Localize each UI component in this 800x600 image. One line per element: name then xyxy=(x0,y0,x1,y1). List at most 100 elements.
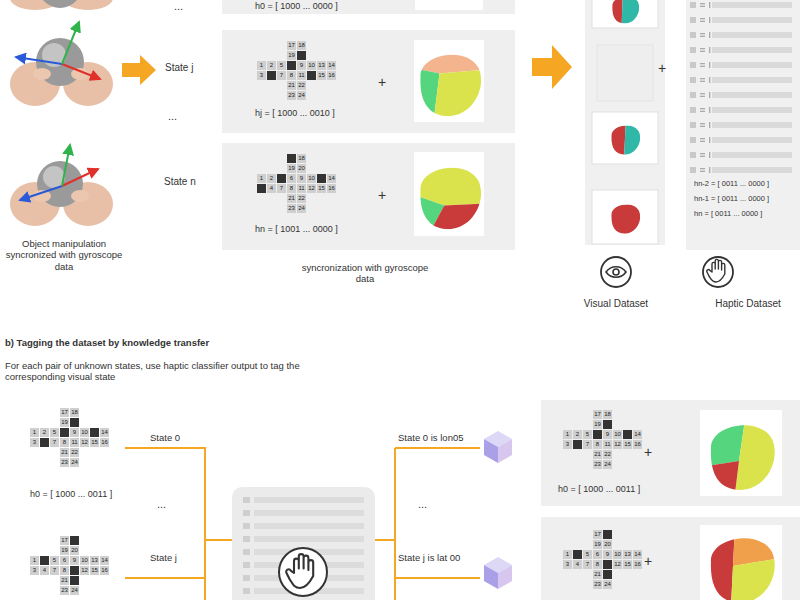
sensor-cell: 1 xyxy=(30,556,39,565)
state-panel: h0 = [ 1000 ... 0011 ]+ xyxy=(541,400,800,506)
annotation-label: State 0 xyxy=(150,432,180,443)
sensor-cell: 11 xyxy=(70,438,79,447)
state-panel: hn = [ 1001 ... 0000 ]+ xyxy=(222,143,515,250)
sensor-cell: 2 xyxy=(40,428,49,437)
sensor-cell: 17 xyxy=(287,41,296,50)
sensor-cell: 9 xyxy=(297,174,306,183)
annotation-label: State j xyxy=(150,552,177,563)
sensor-cell-active xyxy=(70,536,79,545)
sensor-cell: 3 xyxy=(257,71,266,80)
sensor-cell: 23 xyxy=(593,460,602,469)
annotation-label: State 0 is lon05 xyxy=(398,432,464,443)
sensor-cell: 11 xyxy=(603,440,612,449)
panel-text: + xyxy=(378,74,386,91)
sensor-cell-active xyxy=(603,570,612,579)
sensor-cell: 16 xyxy=(633,560,642,569)
sensor-cell-active xyxy=(593,430,602,439)
annotation-label: State j xyxy=(165,62,193,74)
panel-text: + xyxy=(644,444,652,461)
sensor-cell: 19 xyxy=(287,164,296,173)
sensor-cell-active xyxy=(603,560,612,569)
sensor-cell: 12 xyxy=(80,438,89,447)
panel-text: h0 = [ 1000 ... 0000 ] xyxy=(255,1,338,12)
sensor-cell: 11 xyxy=(297,71,306,80)
sensor-cell: 13 xyxy=(90,556,99,565)
sensor-cell: 4 xyxy=(573,560,582,569)
state-panel: hj = [ 1000 ... 0010 ]+ xyxy=(222,30,515,133)
sensor-cell: 6 xyxy=(60,556,69,565)
sensor-cell-active xyxy=(307,71,316,80)
sensor-cell: 18 xyxy=(297,41,306,50)
annotation-label: ... xyxy=(174,0,183,13)
annotation-label: + xyxy=(658,60,666,77)
sensor-cell: 14 xyxy=(633,430,642,439)
sensor-cell: 18 xyxy=(70,408,79,417)
sensor-cell: 15 xyxy=(623,560,632,569)
sensor-cell: 8 xyxy=(287,184,296,193)
state-panel: hn-2 = [ 0011 ... 0000 ] hn-1 = [ 0011 ..… xyxy=(686,0,800,250)
sensor-cell: 14 xyxy=(633,550,642,559)
sensor-cell: 10 xyxy=(613,430,622,439)
sensor-cell: 2 xyxy=(267,174,276,183)
sensor-cell: 3 xyxy=(30,566,39,575)
sensor-cell: 21 xyxy=(287,81,296,90)
sensor-cell: 1 xyxy=(563,550,572,559)
sensor-cell: 1 xyxy=(30,428,39,437)
annotation-label: State n xyxy=(164,176,196,188)
sensor-cell-active xyxy=(70,418,79,427)
sensor-cell: 12 xyxy=(80,566,89,575)
sensor-cell: 15 xyxy=(317,71,326,80)
sensor-cell: 9 xyxy=(297,61,306,70)
panel-text: hn = [ 1001 ... 0000 ] xyxy=(255,224,338,235)
sensor-cell: 5 xyxy=(50,428,59,437)
sensor-cell: 23 xyxy=(60,458,69,467)
state-panel: h0 = [ 1000 ... 0000 ] xyxy=(222,0,515,14)
sensor-cell-active xyxy=(60,428,69,437)
sensor-cell-active xyxy=(287,154,296,163)
sensor-cell: 24 xyxy=(603,580,612,589)
sensor-cell: 22 xyxy=(603,450,612,459)
panel-text: h0 = [ 1000 ... 0011 ] xyxy=(30,489,112,500)
sensor-cell: 24 xyxy=(603,460,612,469)
panel-text: Haptic Dataset xyxy=(715,298,781,310)
sensor-cell: 1 xyxy=(563,430,572,439)
sensor-cell: 19 xyxy=(60,546,69,555)
sensor-cell: 24 xyxy=(70,586,79,595)
sensor-cell: 16 xyxy=(327,71,336,80)
sensor-cell: 17 xyxy=(593,410,602,419)
sensor-cell: 19 xyxy=(593,420,602,429)
sensor-cell-active xyxy=(267,71,276,80)
sensor-cell: 20 xyxy=(603,540,612,549)
sensor-cell-active xyxy=(603,530,612,539)
sensor-cell: 14 xyxy=(327,174,336,183)
panel-text: hn-1 = [ 0011 ... 0000 ] xyxy=(694,194,769,203)
sensor-cell: 5 xyxy=(277,61,286,70)
sensor-cell: 13 xyxy=(317,61,326,70)
sensor-cell: 7 xyxy=(583,560,592,569)
sensor-cell: 12 xyxy=(307,184,316,193)
sensor-cell: 21 xyxy=(60,576,69,585)
sensor-cell-active xyxy=(277,174,286,183)
sensor-cell-active xyxy=(573,440,582,449)
sensor-cell: 7 xyxy=(50,438,59,447)
annotation-label: b) Tagging the dataset by knowledge tran… xyxy=(5,337,209,348)
sensor-cell-active xyxy=(40,556,49,565)
sensor-cell: 23 xyxy=(60,586,69,595)
sensor-cell-active xyxy=(70,566,79,575)
sensor-cell-active xyxy=(70,576,79,585)
sensor-cell: 5 xyxy=(583,550,592,559)
sensor-cell: 18 xyxy=(603,410,612,419)
sensor-cell: 9 xyxy=(70,428,79,437)
sensor-cell-active xyxy=(257,184,266,193)
sensor-cell: 8 xyxy=(593,440,602,449)
sensor-cell: 21 xyxy=(593,570,602,579)
panel-text: hn-2 = [ 0011 ... 0000 ] xyxy=(694,179,769,188)
sensor-cell: 3 xyxy=(30,438,39,447)
sensor-cell-active xyxy=(317,174,326,183)
sensor-cell: 1 xyxy=(257,174,266,183)
sensor-cell: 7 xyxy=(277,71,286,80)
sensor-cell: 6 xyxy=(593,550,602,559)
annotation-label: ... xyxy=(157,498,166,511)
sensor-cell: 14 xyxy=(100,556,109,565)
